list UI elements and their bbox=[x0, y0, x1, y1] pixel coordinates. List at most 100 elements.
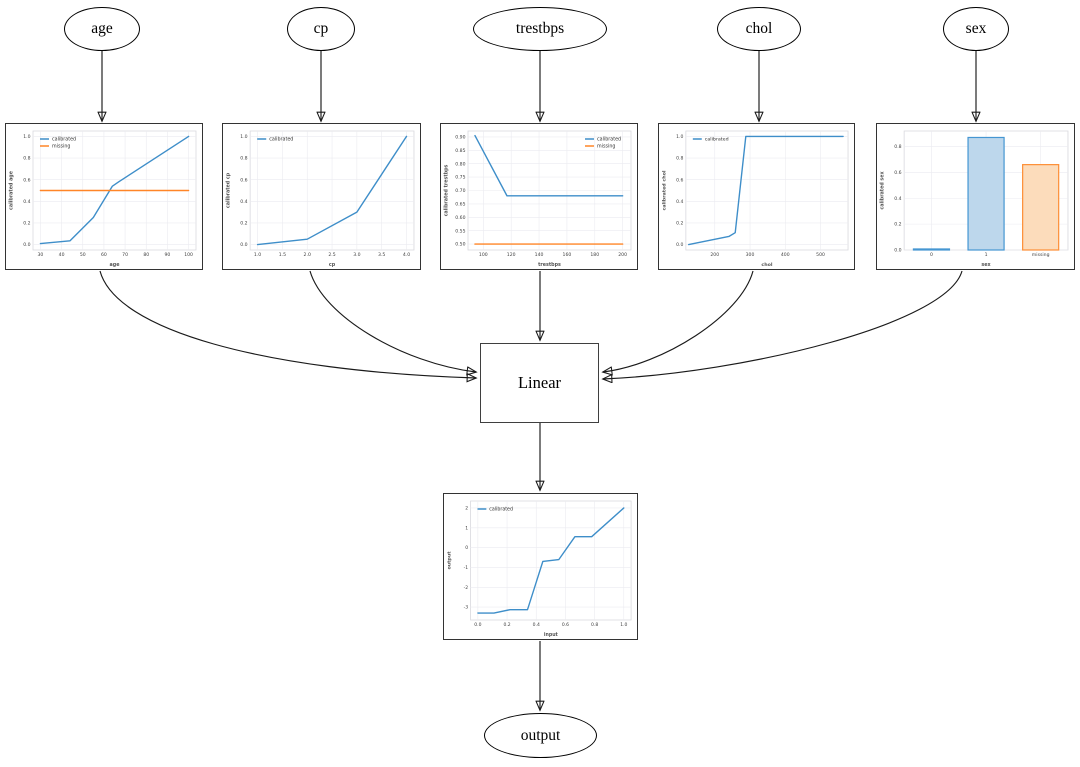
svg-text:input: input bbox=[544, 632, 559, 638]
svg-text:0.0: 0.0 bbox=[474, 622, 481, 628]
linear-node: Linear bbox=[480, 343, 599, 423]
svg-text:4.0: 4.0 bbox=[403, 252, 410, 258]
svg-text:calibrated: calibrated bbox=[597, 137, 621, 143]
svg-text:trestbps: trestbps bbox=[538, 262, 561, 268]
svg-text:1.0: 1.0 bbox=[23, 134, 30, 140]
svg-text:1.0: 1.0 bbox=[240, 134, 247, 140]
svg-text:missing: missing bbox=[597, 144, 615, 150]
svg-text:0.6: 0.6 bbox=[23, 177, 30, 183]
svg-text:0.80: 0.80 bbox=[455, 161, 465, 167]
svg-text:0.70: 0.70 bbox=[455, 188, 465, 194]
svg-text:0.4: 0.4 bbox=[23, 199, 30, 205]
svg-text:-1: -1 bbox=[464, 565, 469, 571]
svg-text:chol: chol bbox=[761, 262, 772, 268]
svg-text:0.6: 0.6 bbox=[562, 622, 569, 628]
svg-text:0.8: 0.8 bbox=[23, 156, 30, 162]
input-node-cp: cp bbox=[287, 7, 355, 51]
input-node-trestbps: trestbps bbox=[473, 7, 607, 51]
svg-text:1.5: 1.5 bbox=[279, 252, 286, 258]
svg-text:0: 0 bbox=[465, 545, 468, 551]
svg-text:2: 2 bbox=[465, 506, 468, 512]
svg-text:1.0: 1.0 bbox=[620, 622, 627, 628]
svg-text:0.85: 0.85 bbox=[455, 148, 465, 154]
svg-text:calibrated age: calibrated age bbox=[9, 170, 15, 210]
linear-node-label: Linear bbox=[517, 373, 562, 392]
svg-text:100: 100 bbox=[479, 252, 488, 258]
svg-text:2.5: 2.5 bbox=[328, 252, 335, 258]
svg-text:80: 80 bbox=[143, 252, 149, 258]
input-node-trestbps-label: trestbps bbox=[515, 20, 565, 37]
svg-text:1.0: 1.0 bbox=[254, 252, 261, 258]
svg-text:0.8: 0.8 bbox=[591, 622, 598, 628]
svg-text:0.4: 0.4 bbox=[533, 622, 540, 628]
svg-text:0.4: 0.4 bbox=[676, 199, 683, 205]
svg-text:0.4: 0.4 bbox=[240, 199, 247, 205]
svg-text:0.2: 0.2 bbox=[894, 222, 901, 228]
output-node: output bbox=[484, 713, 597, 758]
svg-text:0.0: 0.0 bbox=[894, 248, 901, 254]
svg-text:0.2: 0.2 bbox=[503, 622, 510, 628]
input-node-age: age bbox=[64, 7, 140, 51]
svg-text:0.75: 0.75 bbox=[455, 175, 465, 181]
svg-text:sex: sex bbox=[981, 263, 991, 268]
svg-text:-3: -3 bbox=[464, 605, 469, 611]
svg-text:50: 50 bbox=[80, 252, 86, 258]
svg-text:0.0: 0.0 bbox=[240, 242, 247, 248]
svg-text:calibrated: calibrated bbox=[52, 137, 76, 143]
input-node-chol: chol bbox=[717, 7, 801, 51]
svg-text:0.60: 0.60 bbox=[455, 215, 465, 221]
svg-text:1: 1 bbox=[985, 252, 988, 258]
svg-text:calibrated trestbps: calibrated trestbps bbox=[444, 164, 450, 216]
svg-text:500: 500 bbox=[816, 252, 825, 258]
svg-text:calibrated: calibrated bbox=[489, 507, 513, 513]
svg-text:2.0: 2.0 bbox=[304, 252, 311, 258]
edge-age-calibrator-to-linear bbox=[99, 270, 476, 378]
svg-text:0.6: 0.6 bbox=[676, 177, 683, 183]
svg-text:70: 70 bbox=[122, 252, 128, 258]
svg-text:calibrated sex: calibrated sex bbox=[880, 171, 886, 210]
svg-text:30: 30 bbox=[37, 252, 43, 258]
svg-text:output: output bbox=[446, 551, 452, 570]
svg-text:calibrated: calibrated bbox=[269, 137, 293, 143]
svg-text:90: 90 bbox=[164, 252, 170, 258]
svg-text:0.6: 0.6 bbox=[240, 177, 247, 183]
input-node-sex-label: sex bbox=[965, 20, 987, 37]
svg-text:0.90: 0.90 bbox=[455, 134, 465, 140]
svg-text:200: 200 bbox=[618, 252, 627, 258]
input-node-chol-label: chol bbox=[745, 20, 773, 37]
svg-text:missing: missing bbox=[1032, 252, 1050, 258]
svg-text:200: 200 bbox=[710, 252, 719, 258]
svg-text:0.8: 0.8 bbox=[676, 156, 683, 162]
svg-text:age: age bbox=[110, 263, 121, 268]
svg-text:140: 140 bbox=[535, 252, 544, 258]
edge-chol-calibrator-to-linear bbox=[603, 270, 754, 372]
input-node-age-label: age bbox=[91, 20, 113, 37]
input-node-sex: sex bbox=[943, 7, 1009, 51]
svg-text:0.65: 0.65 bbox=[455, 202, 465, 208]
svg-text:40: 40 bbox=[59, 252, 65, 258]
svg-text:-2: -2 bbox=[464, 585, 469, 591]
svg-text:missing: missing bbox=[52, 144, 70, 150]
svg-text:3.0: 3.0 bbox=[353, 252, 360, 258]
svg-text:0: 0 bbox=[930, 252, 933, 258]
svg-text:0.8: 0.8 bbox=[240, 156, 247, 162]
svg-text:60: 60 bbox=[101, 252, 107, 258]
svg-text:0.0: 0.0 bbox=[676, 242, 683, 248]
svg-text:calibrated chol: calibrated chol bbox=[661, 170, 667, 210]
svg-text:180: 180 bbox=[590, 252, 599, 258]
svg-text:3.5: 3.5 bbox=[378, 252, 385, 258]
svg-text:0.50: 0.50 bbox=[455, 242, 465, 248]
svg-text:0.55: 0.55 bbox=[455, 228, 465, 234]
